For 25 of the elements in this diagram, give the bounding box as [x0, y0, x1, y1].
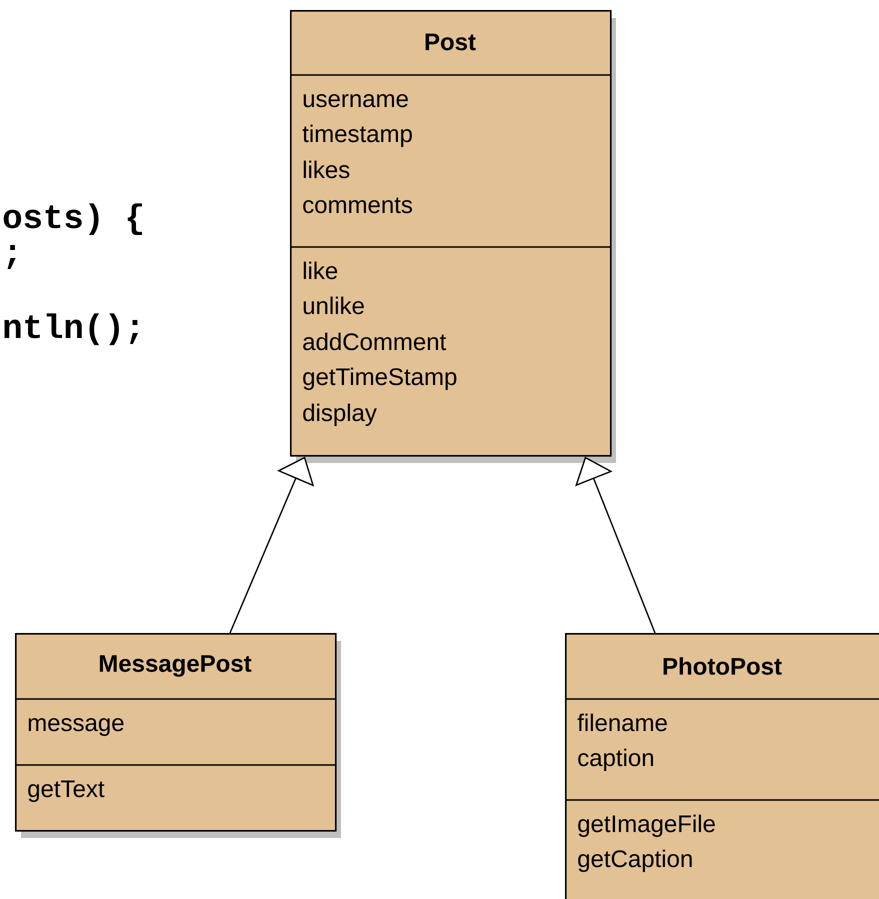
- method-text: getCaption: [578, 850, 692, 872]
- attribute-text: comments: [303, 198, 412, 214]
- method-text: unlike: [304, 296, 364, 314]
- method-text: addComment: [303, 332, 446, 350]
- attribute-text: likes: [304, 160, 350, 178]
- attribute-text: message: [28, 718, 124, 736]
- attribute-text: username: [304, 94, 408, 108]
- method-text: getImageFile: [578, 814, 715, 837]
- code-text: ntln();: [4, 313, 138, 346]
- attribute-text: filename: [578, 714, 667, 732]
- code-text: osts) {: [4, 203, 142, 236]
- class-box: [15, 633, 341, 838]
- code-text: ;: [8, 244, 16, 270]
- attribute-text: timestamp: [302, 124, 412, 147]
- class-name: Post: [426, 34, 476, 50]
- class-box: [290, 10, 616, 463]
- method-text: like: [304, 262, 338, 280]
- class-box: [565, 633, 879, 899]
- method-text: getText: [28, 780, 104, 802]
- inheritance-arrow: [575, 456, 656, 634]
- attribute-text: caption: [578, 748, 654, 771]
- class-name: MessagePost: [100, 655, 252, 677]
- class-name: PhotoPost: [664, 657, 782, 675]
- method-text: display: [303, 404, 377, 426]
- method-text: getTimeStamp: [303, 368, 456, 390]
